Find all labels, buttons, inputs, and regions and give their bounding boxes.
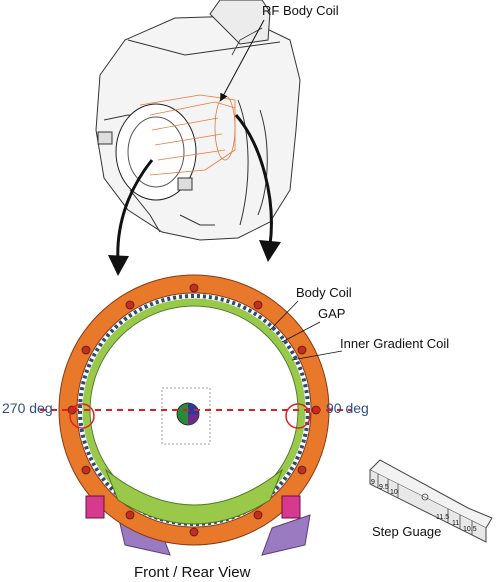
rf-body-coil-label: RF Body Coil	[262, 3, 339, 18]
lower-green-trough	[104, 468, 284, 525]
gauge-tick-1: 9	[371, 479, 375, 486]
rf-body-coil-leader	[220, 19, 265, 102]
gap-leader	[281, 321, 321, 343]
left-curved-arrow	[116, 159, 154, 263]
gauge-tick-5: 11	[452, 520, 459, 527]
left-arrowhead	[108, 255, 129, 276]
gauge-tick-2: 9.5	[379, 484, 389, 491]
body-coil-leader	[269, 300, 299, 331]
gauge-tick-3: 10	[390, 489, 398, 496]
step-gauge-illustration: 9 9.5 10 11.5 11 10.5	[369, 459, 493, 543]
front-rear-view-caption: Front / Rear View	[134, 564, 251, 581]
marker-circle-90	[285, 403, 311, 429]
right-curved-arrow	[234, 114, 273, 246]
right-purple-bracket	[261, 514, 311, 556]
gap-label: GAP	[318, 306, 345, 321]
right-arrowhead	[259, 240, 281, 262]
label-270-deg: 270 deg	[2, 400, 53, 416]
body-coil-label: Body Coil	[296, 285, 352, 300]
left-magenta-tab	[85, 495, 105, 519]
gauge-tick-6: 10.5	[463, 526, 477, 533]
inner-gradient-coil-leader	[291, 350, 343, 361]
label-90-deg: 90 deg	[326, 400, 369, 416]
ring-bolts	[67, 283, 321, 537]
right-magenta-tab	[281, 495, 301, 519]
mri-scanner-illustration	[95, 0, 301, 241]
marker-circle-270	[69, 403, 95, 429]
inner-gradient-coil-label: Inner Gradient Coil	[340, 336, 449, 351]
ring-callouts: Body Coil GAP Inner Gradient Coil	[269, 285, 449, 361]
gauge-tick-4: 11.5	[436, 514, 449, 521]
coil-ring-cross-section	[40, 274, 352, 556]
center-marker-box	[161, 387, 211, 445]
rf-body-coil-callout: RF Body Coil	[220, 3, 339, 102]
step-gauge-label: Step Guage	[372, 524, 441, 539]
